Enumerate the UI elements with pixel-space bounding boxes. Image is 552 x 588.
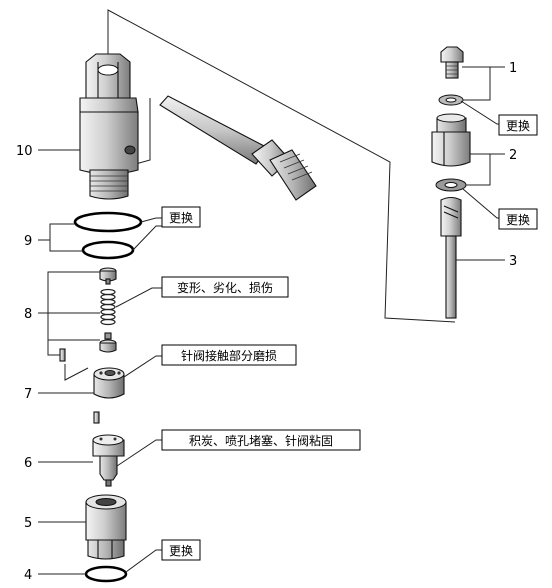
part-6-nozzle: [92, 434, 125, 487]
fuel-return-pipe: [159, 95, 317, 201]
part-8-pin: [59, 348, 66, 362]
part-1-washer: [438, 94, 464, 106]
callout-7: 7: [24, 387, 32, 402]
note-replace-gasket: 更换: [498, 208, 538, 230]
callout-2: 2: [509, 148, 517, 163]
callout-6: 6: [24, 456, 32, 471]
part-8-spring: [100, 288, 116, 326]
callout-1: 1: [509, 61, 517, 76]
part-7-pin: [93, 411, 100, 424]
note-text: 更换: [506, 119, 530, 133]
callout-5: 5: [24, 516, 32, 531]
callout-3: 3: [509, 254, 517, 269]
part-2-gasket: [435, 178, 467, 192]
note-text: 更换: [506, 213, 530, 227]
note-replace-washer: 更换: [498, 114, 538, 136]
leader-lines: [38, 66, 505, 575]
callout-4: 4: [24, 568, 32, 583]
note-text: 更换: [169, 544, 193, 558]
part-5-retaining-nut: [85, 494, 127, 560]
note-nozzle-fault: 积炭、喷孔堵塞、针阀粘固: [161, 429, 361, 451]
callout-10: 10: [16, 144, 33, 159]
part-9-o-rings: [73, 211, 143, 260]
part-2-connector: [431, 113, 471, 167]
part-10-injector-body: [79, 53, 139, 200]
note-text: 更换: [169, 211, 193, 225]
part-1-bolt: [440, 46, 464, 79]
note-replace-o-ring-4: 更换: [161, 539, 201, 561]
callout-9: 9: [24, 234, 32, 249]
note-text: 积炭、喷孔堵塞、针阀粘固: [189, 433, 333, 448]
note-replace-o-rings: 更换: [161, 206, 201, 228]
callout-8: 8: [24, 307, 32, 322]
note-text: 针阀接触部分磨损: [181, 348, 277, 363]
part-8-spring-seat: [99, 267, 117, 285]
part-4-o-ring: [84, 565, 128, 583]
note-text: 变形、劣化、损伤: [177, 280, 273, 295]
callout-numbers: 1 2 3 10 9 8 7 6 5 4: [16, 61, 517, 583]
part-3-push-rod: [440, 196, 462, 319]
note-spring-damage: 变形、劣化、损伤: [161, 276, 289, 298]
part-8-shim: [99, 332, 117, 353]
part-7-spacer: [93, 367, 125, 399]
note-needle-wear: 针阀接触部分磨损: [161, 344, 297, 366]
